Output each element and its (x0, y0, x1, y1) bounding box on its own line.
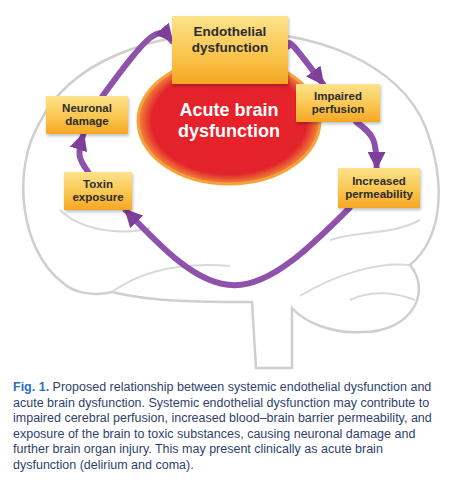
process-box: Increased permeability (338, 168, 420, 208)
brain-fold (60, 210, 150, 231)
brain-fold (300, 264, 410, 296)
node-text: Increased permeability (342, 175, 416, 201)
caption-text: Proposed relationship between systemic e… (13, 380, 432, 472)
node-text: Toxin exposure (68, 178, 128, 204)
node-text: Endothelial dysfunction (176, 24, 284, 56)
cause-box: Endothelial dysfunction (172, 16, 288, 84)
spacer (49, 380, 52, 394)
node-text: Acute brain dysfunction (164, 100, 294, 142)
cycle-arrow (79, 134, 88, 172)
brain-fold (112, 265, 230, 292)
ellipse-outline (138, 58, 320, 184)
process-box: Toxin exposure (64, 172, 132, 210)
process-box: Impaired perfusion (296, 84, 380, 122)
cycle-arrow (126, 208, 350, 285)
figure-number: Fig. 1. (13, 380, 49, 394)
diagram-stage: Endothelial dysfunctionNeuronal damage Ac… (0, 0, 455, 380)
brain-fold (350, 293, 415, 300)
brain-fold (330, 220, 420, 240)
node-text: Impaired perfusion (300, 90, 376, 116)
node-text: Neuronal damage (50, 102, 124, 128)
figure-caption: Fig. 1. Proposed relationship between sy… (13, 380, 443, 474)
cycle-arrow (288, 43, 323, 84)
process-box: Neuronal damage (46, 96, 128, 134)
cycle-arrow (356, 122, 376, 168)
cycle-arrow (103, 33, 172, 96)
